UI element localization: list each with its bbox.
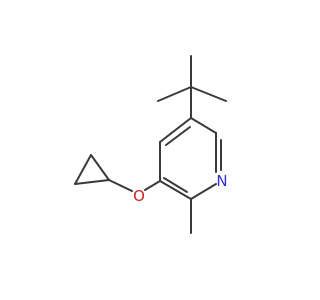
- ring-bond-c2-c3-inner: [163, 177, 188, 193]
- pyridine-ring: [159, 117, 222, 200]
- bond-c3-oxygen: [144, 180, 161, 191]
- ring-bond-c4-c5: [159, 117, 192, 143]
- cyclopropoxy-group: [74, 154, 161, 192]
- ring-bond-n-c2: [190, 183, 217, 200]
- molecule-structure-diagram: N O: [74, 55, 228, 234]
- cyclopropyl-bond-3: [74, 179, 110, 185]
- cyclopropyl-bond-2: [74, 154, 92, 185]
- bond-tbu-methyl-left: [157, 86, 192, 102]
- nitrogen-atom-label: N: [216, 172, 227, 190]
- bond-tbu-methyl-right: [190, 86, 227, 102]
- ring-bond-c2-c3: [159, 180, 192, 200]
- oxygen-atom-label: O: [133, 187, 145, 205]
- cyclopropyl-bond-1: [90, 154, 110, 181]
- tert-butyl-group: [157, 55, 227, 119]
- ring-bond-c4-c5-inner: [165, 126, 191, 146]
- bond-oxygen-cyclopropyl: [108, 179, 133, 192]
- ring-bond-c5-c6: [190, 117, 217, 134]
